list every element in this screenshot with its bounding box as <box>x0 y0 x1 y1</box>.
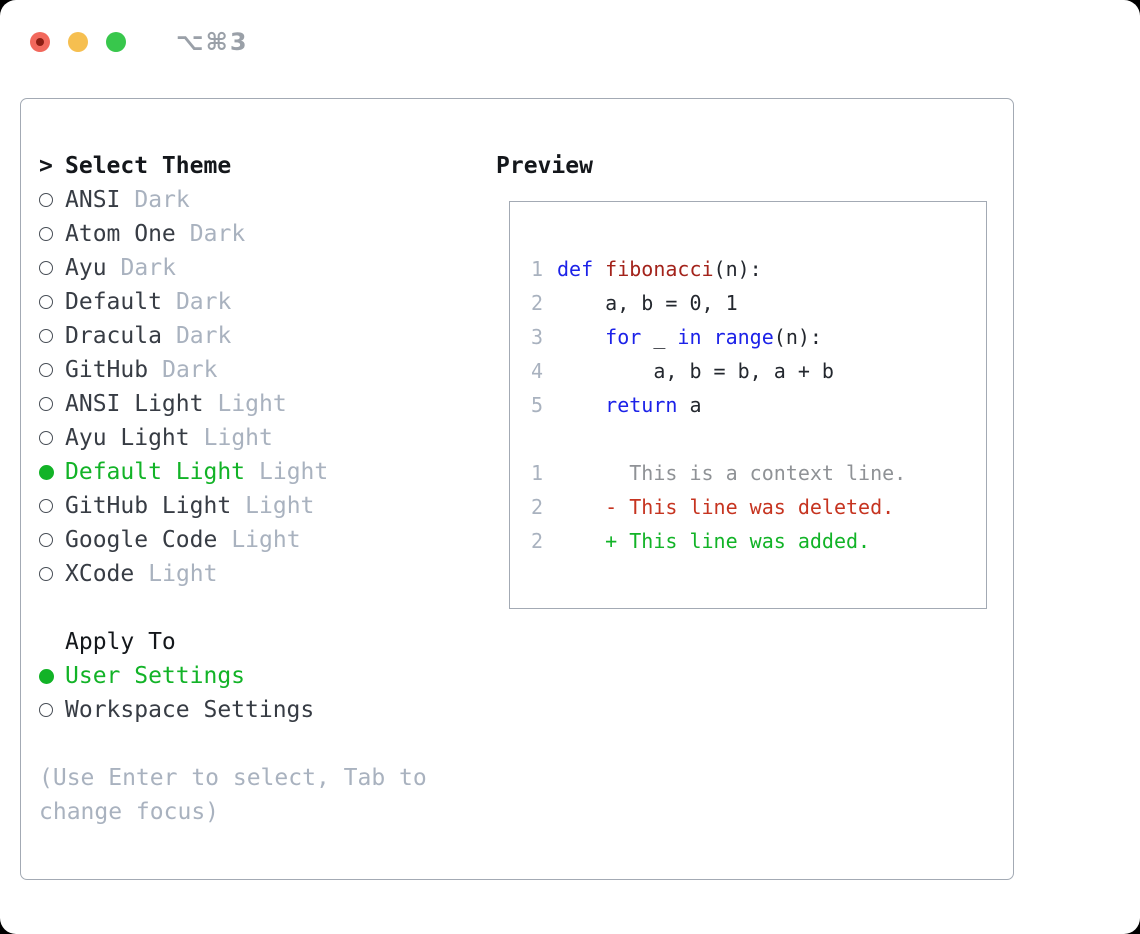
line-number: 1 <box>531 257 544 281</box>
theme-option-xcode[interactable]: XCode Light <box>39 557 469 591</box>
close-button[interactable] <box>30 32 50 52</box>
theme-variant-tag: Light <box>259 459 329 485</box>
line-number: 5 <box>531 393 544 417</box>
apply-option-label: Workspace Settings <box>65 697 315 723</box>
code-line: 2 + This line was added. <box>531 524 986 558</box>
theme-variant-tag: Light <box>148 561 218 587</box>
radio-icon <box>39 567 65 581</box>
theme-option-label: Default Light <box>65 459 246 485</box>
select-theme-header: > Select Theme <box>39 149 469 183</box>
code-text: a, b = b, a + b <box>557 359 834 383</box>
theme-variant-tag: Dark <box>189 221 246 247</box>
theme-option-atom-one[interactable]: Atom One Dark <box>39 217 469 251</box>
theme-option-ayu[interactable]: Ayu Dark <box>39 251 469 285</box>
apply-option-workspace-settings[interactable]: Workspace Settings <box>39 693 469 727</box>
radio-selected-icon <box>39 464 65 480</box>
code-text: return a <box>605 393 702 417</box>
theme-variant-tag: Dark <box>120 255 176 281</box>
theme-variant-tag: Light <box>217 391 287 417</box>
theme-option-github-light[interactable]: GitHub Light Light <box>39 489 469 523</box>
theme-option-label: Dracula <box>65 323 162 349</box>
select-theme-title: Select Theme <box>65 153 232 179</box>
theme-option-default-light[interactable]: Default Light Light <box>39 455 469 489</box>
theme-variant-tag: Dark <box>134 187 190 213</box>
line-number: 1 <box>531 461 544 485</box>
radio-icon <box>39 261 65 275</box>
theme-variant-tag: Light <box>231 527 301 553</box>
apply-to-header: Apply To <box>39 625 469 659</box>
radio-icon <box>39 329 65 343</box>
line-number: 3 <box>531 325 544 349</box>
theme-option-ansi-light[interactable]: ANSI Light Light <box>39 387 469 421</box>
theme-variant-tag: Light <box>245 493 315 519</box>
code-line: 2 a, b = 0, 1 <box>531 286 986 320</box>
theme-variant-tag: Dark <box>175 289 232 315</box>
theme-option-ansi[interactable]: ANSI Dark <box>39 183 469 217</box>
radio-icon <box>39 499 65 513</box>
code-text: def fibonacci(n): <box>557 257 762 281</box>
theme-option-default[interactable]: Default Dark <box>39 285 469 319</box>
theme-option-label: Ayu Light <box>65 425 190 451</box>
apply-option-user-settings[interactable]: User Settings <box>39 659 469 693</box>
theme-variant-tag: Light <box>203 425 273 451</box>
theme-option-label: XCode <box>65 561 135 587</box>
maximize-button[interactable] <box>106 32 126 52</box>
code-line: 2 - This line was deleted. <box>531 490 986 524</box>
radio-icon <box>39 363 65 377</box>
line-number: 4 <box>531 359 544 383</box>
titlebar: ⌥⌘3 <box>30 28 249 56</box>
theme-option-github[interactable]: GitHub Dark <box>39 353 469 387</box>
radio-icon <box>39 295 65 309</box>
code-text: + This line was added. <box>557 529 871 553</box>
theme-option-label: GitHub <box>65 357 149 383</box>
theme-option-label: Ayu <box>65 255 107 281</box>
theme-variant-tag: Dark <box>175 323 232 349</box>
radio-icon <box>39 227 65 241</box>
code-line: 5 return a <box>531 388 986 422</box>
radio-icon <box>39 703 65 717</box>
radio-icon <box>39 397 65 411</box>
code-text: - This line was deleted. <box>557 495 895 519</box>
apply-to-title: Apply To <box>65 629 176 655</box>
radio-icon <box>39 431 65 445</box>
code-text: This is a context line. <box>557 461 907 485</box>
code-line: 1 def fibonacci(n): <box>531 252 986 286</box>
keyboard-hint: (Use Enter to select, Tab to change focu… <box>39 765 427 825</box>
theme-option-label: Atom One <box>65 221 176 247</box>
code-line: 1 This is a context line. <box>531 456 986 490</box>
code-text: a, b = 0, 1 <box>557 291 738 315</box>
code-line <box>531 422 986 456</box>
theme-option-google-code[interactable]: Google Code Light <box>39 523 469 557</box>
theme-option-label: ANSI <box>65 187 121 213</box>
theme-option-label: Google Code <box>65 527 218 553</box>
cursor-marker: > <box>39 153 53 179</box>
code-line: 3 for _ in range(n): <box>531 320 986 354</box>
radio-icon <box>39 533 65 547</box>
radio-selected-icon <box>39 668 65 684</box>
preview-title: Preview <box>496 153 593 179</box>
radio-icon <box>39 193 65 207</box>
minimize-button[interactable] <box>68 32 88 52</box>
window-shortcut-label: ⌥⌘3 <box>176 28 249 56</box>
code-text: for _ in range(n): <box>605 325 822 349</box>
theme-variant-tag: Dark <box>162 357 218 383</box>
line-number: 2 <box>531 495 544 519</box>
line-number: 2 <box>531 291 544 315</box>
line-number: 2 <box>531 529 544 553</box>
theme-option-label: ANSI Light <box>65 391 204 417</box>
theme-option-dracula[interactable]: Dracula Dark <box>39 319 469 353</box>
theme-option-ayu-light[interactable]: Ayu Light Light <box>39 421 469 455</box>
theme-option-label: Default <box>65 289 162 315</box>
apply-option-label: User Settings <box>65 663 246 689</box>
theme-option-label: GitHub Light <box>65 493 232 519</box>
code-line: 4 a, b = b, a + b <box>531 354 986 388</box>
